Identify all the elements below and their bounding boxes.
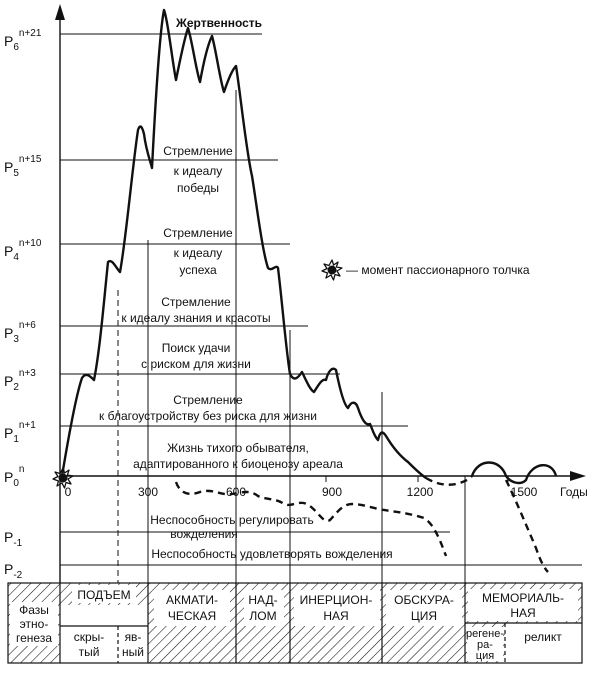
obsk-backplate xyxy=(386,590,462,626)
relic-decline-curve xyxy=(504,479,549,573)
level-label-pm1: P-1 xyxy=(4,529,23,549)
x-axis-arrow xyxy=(570,471,586,481)
level-label-p2: P2n+3 xyxy=(4,368,36,393)
axes xyxy=(55,4,586,583)
level-label-p4: P4n+10 xyxy=(4,238,42,263)
tick-label-900: 900 xyxy=(322,485,342,499)
x-axis-unit: Годы xyxy=(560,485,588,499)
text-p0-1: Жизнь тихого обывателя, xyxy=(167,441,309,455)
phase-dividers xyxy=(117,90,466,583)
table-header-3: генеза xyxy=(16,631,52,645)
phase-inerc-2: НАЯ xyxy=(323,609,348,623)
table-header-2: этно- xyxy=(20,617,49,631)
x-tick-labels: 0 300 600 900 1200 1500 Годы xyxy=(65,485,588,499)
text-p3-1: Стремление xyxy=(161,295,231,309)
text-p1-2: к благоустройству без риска для жизни xyxy=(99,409,317,423)
level-label-p3: P3n+6 xyxy=(4,320,36,345)
text-p5-3: победы xyxy=(177,181,219,195)
level-label-p5: P5n+15 xyxy=(4,154,42,179)
memorial-solid-wave xyxy=(470,461,558,485)
akmat-backplate xyxy=(154,590,230,626)
phase-skryty-2: тый xyxy=(79,645,100,659)
level-texts: Жертвенность Стремление к идеалу победы … xyxy=(99,16,393,561)
legend-text: — момент пассионарного толчка xyxy=(346,263,530,277)
level-label-p1: P1n+1 xyxy=(4,420,36,445)
y-axis-arrow xyxy=(55,4,65,20)
legend: — момент пассионарного толчка xyxy=(321,259,530,281)
phase-relikt: реликт xyxy=(524,630,562,644)
text-p5-2: к идеалу xyxy=(174,164,223,178)
text-pm1-1: Неспособность регулировать xyxy=(150,513,314,527)
text-p2-2: с риском для жизни xyxy=(141,357,251,371)
phase-memor-2: НАЯ xyxy=(510,606,535,620)
passionarity-curve xyxy=(60,8,427,479)
text-p3-2: к идеалу знания и красоты xyxy=(121,311,270,325)
phase-podem: ПОДЪЕМ xyxy=(77,588,130,602)
tick-label-1500: 1500 xyxy=(511,485,538,499)
phase-obsk-2: ЦИЯ xyxy=(411,609,437,623)
nadlom-backplate xyxy=(244,590,284,626)
text-p4-2: к идеалу xyxy=(174,246,223,260)
table-header-1: Фазы xyxy=(19,603,49,617)
phase-table: Фазы этно- генеза ПОДЪЕМ скры- тый яв- н… xyxy=(7,582,583,664)
text-p1-1: Стремление xyxy=(173,393,243,407)
podem-backplate xyxy=(72,585,136,603)
memor-backplate xyxy=(468,589,578,621)
text-pm1-2: вожделения xyxy=(170,527,238,541)
header-backplate xyxy=(10,602,58,646)
starburst-icon xyxy=(321,259,343,281)
level-label-pm2: P-2 xyxy=(4,561,23,581)
level-label-p0: P0n xyxy=(4,464,24,489)
text-p2-1: Поиск удачи xyxy=(162,341,231,355)
phase-yavny-1: яв- xyxy=(125,630,142,644)
level-labels: P6n+21 P5n+15 P4n+10 P3n+6 P2n+3 P1n+1 P… xyxy=(4,28,42,581)
phase-yavny-2: ный xyxy=(122,645,144,659)
text-p0-2: адаптированного к биоценозу ареала xyxy=(133,457,343,471)
text-p4-1: Стремление xyxy=(163,226,233,240)
phase-inerc-1: ИНЕРЦИОН- xyxy=(300,593,373,607)
phase-akmat-1: АКМАТИ- xyxy=(166,593,218,607)
tick-label-300: 300 xyxy=(138,485,158,499)
text-pm2: Неспособность удовлетворять вожделения xyxy=(151,547,392,561)
phase-nadlom-2: ЛОМ xyxy=(249,609,276,623)
phase-regen-2: ра- xyxy=(477,639,493,651)
x-ticks xyxy=(147,476,509,482)
level-label-p6: P6n+21 xyxy=(4,28,42,53)
regen-backplate xyxy=(467,627,503,661)
phase-obsk-1: ОБСКУРА- xyxy=(394,593,454,607)
phase-memor-1: МЕМОРИАЛЬ- xyxy=(482,591,564,605)
phase-regen-3: ция xyxy=(476,650,494,662)
text-p4-3: успеха xyxy=(179,263,217,277)
tick-label-600: 600 xyxy=(226,485,246,499)
phase-skryty-1: скры- xyxy=(74,630,105,644)
decline-dashed-curve xyxy=(174,481,448,557)
inerc-backplate xyxy=(294,590,380,626)
tick-label-0: 0 xyxy=(65,485,72,499)
phase-nadlom-1: НАД- xyxy=(248,593,277,607)
tick-label-1200: 1200 xyxy=(407,485,434,499)
phase-regen-1: регене- xyxy=(466,628,504,640)
phase-akmat-2: ЧЕСКАЯ xyxy=(168,609,216,623)
origin-starburst-icon xyxy=(52,467,74,489)
text-p6: Жертвенность xyxy=(175,16,262,30)
text-p5-1: Стремление xyxy=(163,144,233,158)
